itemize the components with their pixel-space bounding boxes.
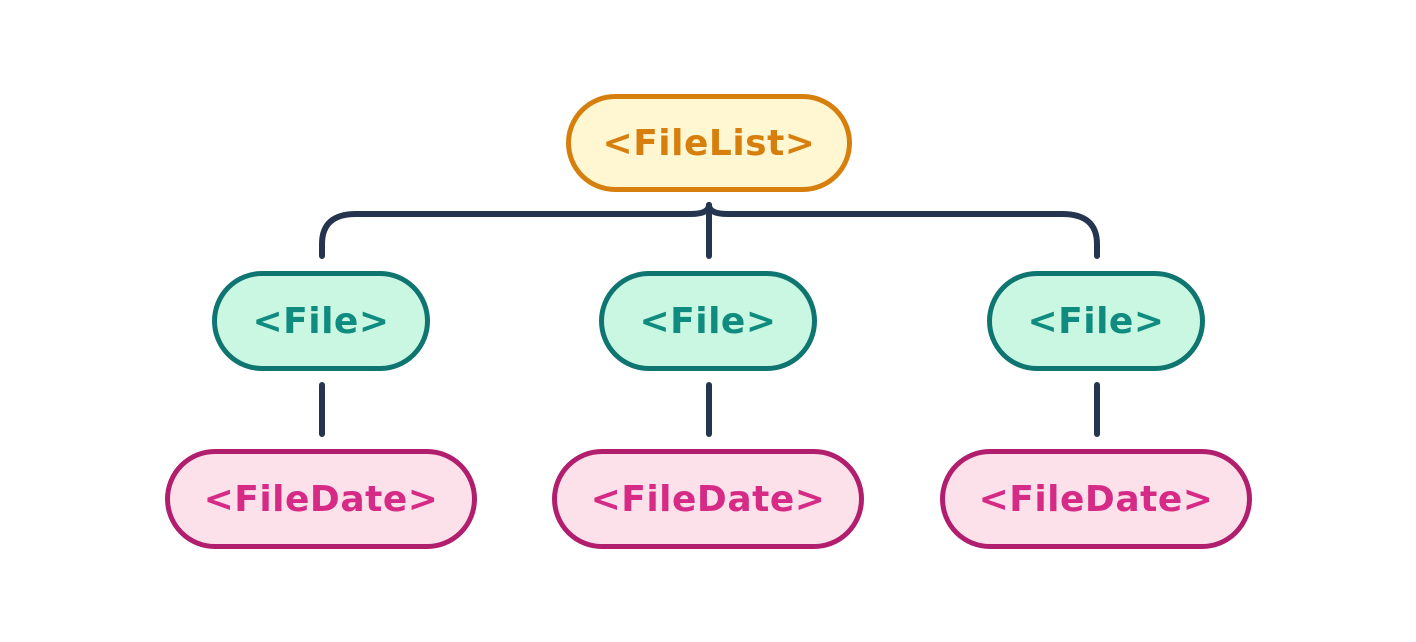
node-filedate-2: <FileDate>: [552, 449, 864, 549]
node-filedate-1: <FileDate>: [165, 449, 477, 549]
connector-root-to-file-1: [319, 202, 712, 259]
node-file-2: <File>: [599, 271, 817, 371]
connector-root-to-file-3: [706, 202, 1100, 259]
node-filedate-label: <FileDate>: [590, 478, 826, 520]
node-filedate-3: <FileDate>: [940, 449, 1252, 549]
node-filedate-label: <FileDate>: [203, 478, 439, 520]
node-file-label: <File>: [252, 300, 390, 342]
node-file-3: <File>: [987, 271, 1205, 371]
node-filelist-label: <FileList>: [602, 122, 816, 164]
node-file-1: <File>: [212, 271, 430, 371]
node-filelist: <FileList>: [566, 94, 852, 192]
node-file-label: <File>: [639, 300, 777, 342]
node-filedate-label: <FileDate>: [978, 478, 1214, 520]
node-file-label: <File>: [1027, 300, 1165, 342]
